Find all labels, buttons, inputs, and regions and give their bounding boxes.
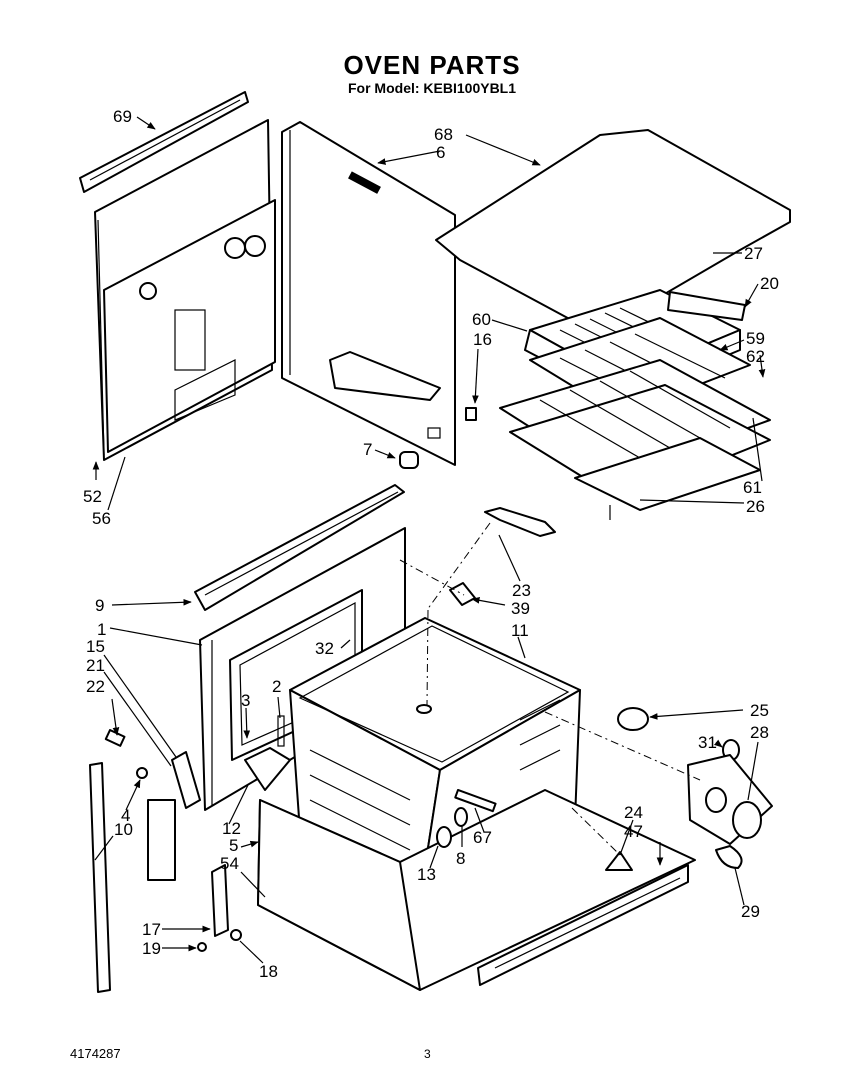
- callout-20: 20: [760, 274, 779, 293]
- callout-59: 59: [746, 329, 765, 348]
- part-39-fitting: [449, 582, 476, 606]
- part-6-side-panel: [281, 121, 456, 466]
- part-8-cap: [454, 807, 468, 827]
- part-10-gasket: [89, 762, 111, 993]
- callout-4: 4: [121, 806, 130, 825]
- callout-47: 47: [624, 822, 643, 841]
- part-18-screw: [230, 929, 242, 941]
- callout-13: 13: [417, 865, 436, 884]
- callout-31: 31: [698, 733, 717, 752]
- callout-60: 60: [472, 310, 491, 329]
- callout-23: 23: [512, 581, 531, 600]
- callout-67: 67: [473, 828, 492, 847]
- callout-9: 9: [95, 596, 104, 615]
- callout-27: 27: [744, 244, 763, 263]
- callout-68: 68: [434, 125, 453, 144]
- callout-15: 15: [86, 637, 105, 656]
- callout-22: 22: [86, 677, 105, 696]
- callout-6: 6: [436, 143, 445, 162]
- part-25-lens-cap: [617, 707, 649, 731]
- part-24-burner-spud: [605, 851, 633, 871]
- callout-25: 25: [750, 701, 769, 720]
- callout-24: 24: [624, 803, 643, 822]
- part-56-rear-panel: [94, 119, 276, 461]
- callout-26: 26: [746, 497, 765, 516]
- part-4-nut: [136, 767, 148, 779]
- page-title: OVEN PARTS: [343, 50, 521, 80]
- part-12-bracket: [244, 715, 291, 791]
- callout-18: 18: [259, 962, 278, 981]
- model-subtitle: For Model: KEBI100YBL1: [347, 80, 517, 96]
- part-13-cap: [436, 826, 452, 848]
- part-19-washer: [197, 942, 207, 952]
- part-47-vent-grille: [477, 864, 689, 986]
- part-61-oven-rack: [499, 359, 771, 501]
- callout-21: 21: [86, 656, 105, 675]
- callout-69: 69: [113, 107, 132, 126]
- callout-19: 19: [142, 939, 161, 958]
- part-17-hinge-arm: [147, 799, 229, 937]
- callout-3: 3: [241, 691, 250, 710]
- part-29-bulb: [715, 845, 743, 869]
- part-15-hinge: [171, 751, 201, 809]
- callout-61: 61: [743, 478, 762, 497]
- part-7-grommet: [399, 451, 419, 469]
- callout-17: 17: [142, 920, 161, 939]
- page-number: 3: [424, 1047, 431, 1061]
- callout-5: 5: [229, 836, 238, 855]
- part-9-top-trim: [194, 484, 405, 611]
- part-28-light-assembly: [687, 754, 773, 845]
- leader-lines: [92, 116, 766, 964]
- callout-1: 1: [97, 620, 106, 639]
- callout-32: 32: [315, 639, 334, 658]
- callout-29: 29: [741, 902, 760, 921]
- callout-16: 16: [473, 330, 492, 349]
- callout-12: 12: [222, 819, 241, 838]
- callout-56: 56: [92, 509, 111, 528]
- part-16-clip: [465, 407, 477, 421]
- part-20-rack-support: [667, 291, 746, 321]
- part-67-valve: [454, 788, 497, 813]
- callout-10: 10: [114, 820, 133, 839]
- part-54-bottom-pan: [257, 789, 696, 991]
- part-68-insulation: [435, 129, 791, 331]
- document-number: 4174287: [70, 1046, 121, 1061]
- callout-2: 2: [272, 677, 281, 696]
- callout-7: 7: [363, 440, 372, 459]
- callout-52: 52: [83, 487, 102, 506]
- callout-39: 39: [511, 599, 530, 618]
- part-23-gas-tube: [484, 507, 556, 537]
- callout-11: 11: [511, 621, 529, 640]
- part-69-top-bracket: [79, 91, 249, 193]
- callout-54: 54: [220, 854, 239, 873]
- callout-28: 28: [750, 723, 769, 742]
- callout-8: 8: [456, 849, 465, 868]
- callout-62: 62: [746, 347, 765, 366]
- part-22-spring: [104, 729, 126, 747]
